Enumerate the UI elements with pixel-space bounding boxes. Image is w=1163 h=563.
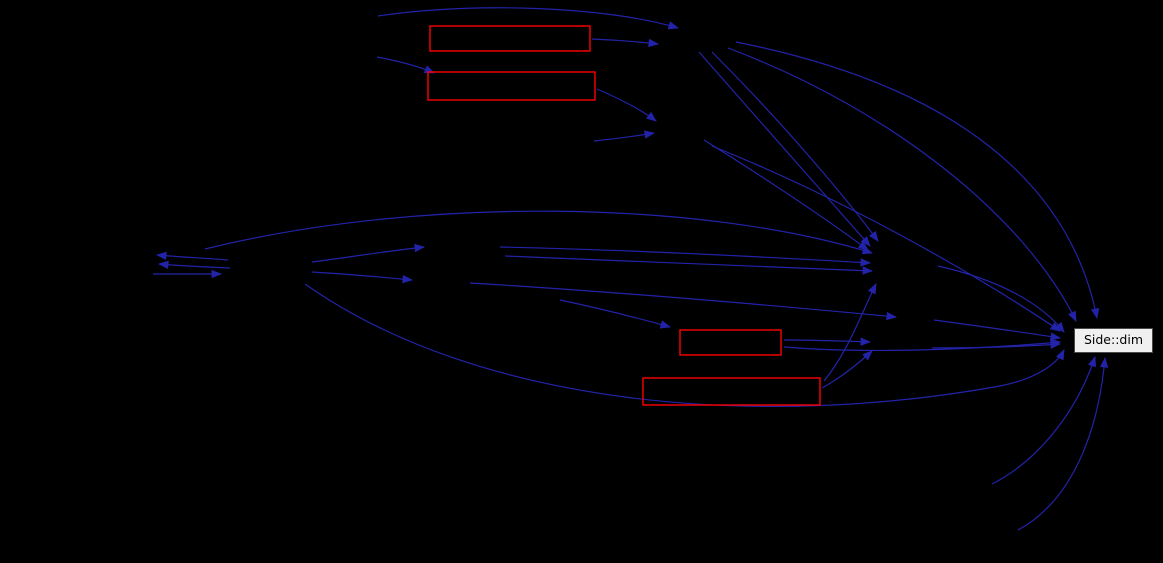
- node-side-dim: Side::dim: [1074, 328, 1153, 353]
- graph-edge: [783, 337, 872, 346]
- graph-edge: [991, 356, 1096, 485]
- graph-edge: [377, 7, 680, 30]
- graph-edge: [157, 260, 231, 270]
- graph-edge: [823, 283, 877, 382]
- graph-edge: [931, 340, 1062, 349]
- graph-edge: [155, 251, 229, 261]
- graph-edge: [504, 255, 874, 275]
- graph-edge: [727, 47, 1077, 322]
- graph-edge: [311, 243, 426, 263]
- graph-edge: [469, 282, 898, 321]
- graph-edge: [204, 210, 874, 255]
- graph-edge: [499, 246, 872, 267]
- node-side-dim-label: Side::dim: [1083, 332, 1144, 348]
- graph-edge: [593, 130, 656, 142]
- truncated-node-box[interactable]: [427, 71, 596, 101]
- graph-edge: [1017, 356, 1109, 531]
- truncated-node-box[interactable]: [642, 377, 821, 406]
- graph-edge: [937, 265, 1065, 333]
- graph-edge: [703, 139, 869, 251]
- graph-edge: [711, 51, 879, 242]
- graph-edge: [591, 38, 660, 48]
- graph-edge: [711, 145, 1061, 332]
- graph-edge: [735, 41, 1100, 320]
- truncated-node-box[interactable]: [429, 25, 591, 52]
- graph-edge: [783, 338, 1062, 352]
- truncated-node-box[interactable]: [679, 329, 782, 356]
- graph-edge: [304, 283, 1065, 407]
- graph-edge: [559, 299, 672, 329]
- graph-edge: [698, 51, 871, 247]
- graph-edge: [376, 56, 435, 74]
- graph-edge: [311, 271, 414, 284]
- graph-edge: [596, 88, 657, 122]
- graph-edge: [821, 350, 873, 389]
- graph-edge: [933, 319, 1062, 341]
